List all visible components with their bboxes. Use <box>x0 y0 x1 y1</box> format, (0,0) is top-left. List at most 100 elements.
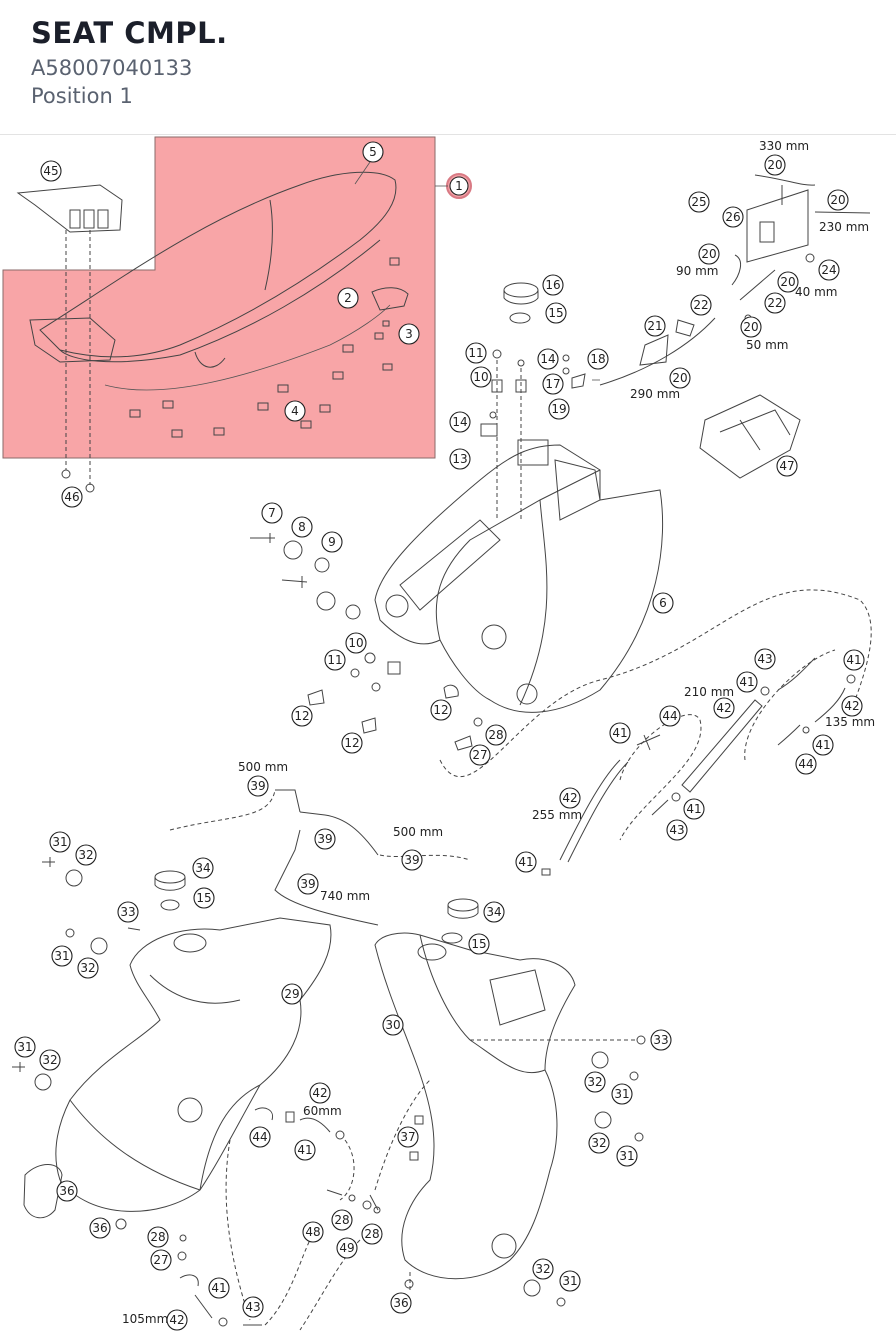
callout-32-a[interactable]: 32 <box>75 844 97 866</box>
callout-31-d[interactable]: 31 <box>611 1083 633 1105</box>
callout-16[interactable]: 16 <box>542 274 564 296</box>
callout-2[interactable]: 2 <box>337 287 359 309</box>
callout-26[interactable]: 26 <box>722 206 744 228</box>
callout-31-a[interactable]: 31 <box>49 831 71 853</box>
callout-20-f[interactable]: 20 <box>669 367 691 389</box>
callout-41-f[interactable]: 41 <box>515 851 537 873</box>
callout-28-low-c[interactable]: 28 <box>361 1223 383 1245</box>
callout-6[interactable]: 6 <box>652 592 674 614</box>
callout-29[interactable]: 29 <box>281 983 303 1005</box>
callout-21[interactable]: 21 <box>644 315 666 337</box>
callout-47[interactable]: 47 <box>776 455 798 477</box>
callout-30[interactable]: 30 <box>382 1014 404 1036</box>
callout-3[interactable]: 3 <box>398 323 420 345</box>
callout-41-d[interactable]: 41 <box>812 734 834 756</box>
callout-33-b[interactable]: 33 <box>650 1029 672 1051</box>
callout-31-e[interactable]: 31 <box>616 1145 638 1167</box>
callout-43-c[interactable]: 43 <box>242 1296 264 1318</box>
callout-32-b[interactable]: 32 <box>77 957 99 979</box>
callout-46[interactable]: 46 <box>61 486 83 508</box>
callout-11-mid[interactable]: 11 <box>324 649 346 671</box>
callout-20-a[interactable]: 20 <box>764 154 786 176</box>
callout-32-c[interactable]: 32 <box>39 1049 61 1071</box>
callout-36-c[interactable]: 36 <box>390 1292 412 1314</box>
callout-49[interactable]: 49 <box>336 1237 358 1259</box>
callout-27-low[interactable]: 27 <box>150 1249 172 1271</box>
callout-33-a[interactable]: 33 <box>117 901 139 923</box>
callout-41-b[interactable]: 41 <box>736 671 758 693</box>
callout-43-a[interactable]: 43 <box>754 648 776 670</box>
callout-37[interactable]: 37 <box>397 1126 419 1148</box>
callout-41-h[interactable]: 41 <box>208 1277 230 1299</box>
callout-27-mid[interactable]: 27 <box>469 744 491 766</box>
callout-44-c[interactable]: 44 <box>249 1126 271 1148</box>
callout-22-a[interactable]: 22 <box>690 294 712 316</box>
callout-32-e[interactable]: 32 <box>588 1132 610 1154</box>
callout-18[interactable]: 18 <box>587 348 609 370</box>
callout-19[interactable]: 19 <box>548 398 570 420</box>
callout-15-right[interactable]: 15 <box>468 933 490 955</box>
callout-15-left[interactable]: 15 <box>193 887 215 909</box>
callout-42-c[interactable]: 42 <box>559 787 581 809</box>
callout-44-b[interactable]: 44 <box>795 753 817 775</box>
callout-5[interactable]: 5 <box>362 141 384 163</box>
callout-13[interactable]: 13 <box>449 448 471 470</box>
callout-39-a[interactable]: 39 <box>247 775 269 797</box>
callout-39-c[interactable]: 39 <box>401 849 423 871</box>
callout-42-a[interactable]: 42 <box>713 697 735 719</box>
callout-41-c[interactable]: 41 <box>609 722 631 744</box>
seat-highlight-region[interactable] <box>2 136 436 459</box>
callout-12-b[interactable]: 12 <box>430 699 452 721</box>
callout-39-d[interactable]: 39 <box>297 873 319 895</box>
callout-42-d[interactable]: 42 <box>309 1082 331 1104</box>
callout-28-low-a[interactable]: 28 <box>147 1226 169 1248</box>
callout-12-c[interactable]: 12 <box>341 732 363 754</box>
callout-32-d[interactable]: 32 <box>584 1071 606 1093</box>
callout-20-e[interactable]: 20 <box>740 316 762 338</box>
callout-41-e[interactable]: 41 <box>683 798 705 820</box>
svg-text:18: 18 <box>590 352 605 366</box>
callout-7[interactable]: 7 <box>261 502 283 524</box>
callout-1-active[interactable]: 1 <box>446 173 472 199</box>
callout-41-a[interactable]: 41 <box>843 649 865 671</box>
callout-42-e[interactable]: 42 <box>166 1309 188 1331</box>
callout-10-top[interactable]: 10 <box>470 366 492 388</box>
callout-48[interactable]: 48 <box>302 1221 324 1243</box>
callout-31-f[interactable]: 31 <box>559 1270 581 1292</box>
callout-24[interactable]: 24 <box>818 259 840 281</box>
callout-17[interactable]: 17 <box>542 373 564 395</box>
callout-12-a[interactable]: 12 <box>291 705 313 727</box>
callout-14-top[interactable]: 14 <box>537 348 559 370</box>
callout-44-a[interactable]: 44 <box>659 705 681 727</box>
callout-20-d[interactable]: 20 <box>777 271 799 293</box>
callout-8[interactable]: 8 <box>291 516 313 538</box>
svg-text:22: 22 <box>767 296 782 310</box>
callout-11-top[interactable]: 11 <box>465 342 487 364</box>
callout-34-b[interactable]: 34 <box>483 901 505 923</box>
callout-20-b[interactable]: 20 <box>827 189 849 211</box>
callout-4[interactable]: 4 <box>284 400 306 422</box>
svg-text:21: 21 <box>647 319 662 333</box>
callout-36-b[interactable]: 36 <box>89 1217 111 1239</box>
callout-28-mid[interactable]: 28 <box>485 724 507 746</box>
callout-28-low-b[interactable]: 28 <box>331 1209 353 1231</box>
callout-43-b[interactable]: 43 <box>666 819 688 841</box>
callout-9[interactable]: 9 <box>321 531 343 553</box>
callout-34-a[interactable]: 34 <box>192 857 214 879</box>
svg-text:42: 42 <box>169 1313 184 1327</box>
callout-31-b[interactable]: 31 <box>51 945 73 967</box>
callout-25[interactable]: 25 <box>688 191 710 213</box>
callout-22-b[interactable]: 22 <box>764 292 786 314</box>
callout-14-mid[interactable]: 14 <box>449 411 471 433</box>
fuel-tank-6 <box>374 439 664 713</box>
callout-20-c[interactable]: 20 <box>698 243 720 265</box>
callout-45[interactable]: 45 <box>40 160 62 182</box>
callout-42-b[interactable]: 42 <box>841 695 863 717</box>
callout-32-f[interactable]: 32 <box>532 1258 554 1280</box>
callout-36-a[interactable]: 36 <box>56 1180 78 1202</box>
callout-39-b[interactable]: 39 <box>314 828 336 850</box>
callout-41-g[interactable]: 41 <box>294 1139 316 1161</box>
callout-15-top[interactable]: 15 <box>545 302 567 324</box>
callout-10-mid[interactable]: 10 <box>345 632 367 654</box>
callout-31-c[interactable]: 31 <box>14 1036 36 1058</box>
